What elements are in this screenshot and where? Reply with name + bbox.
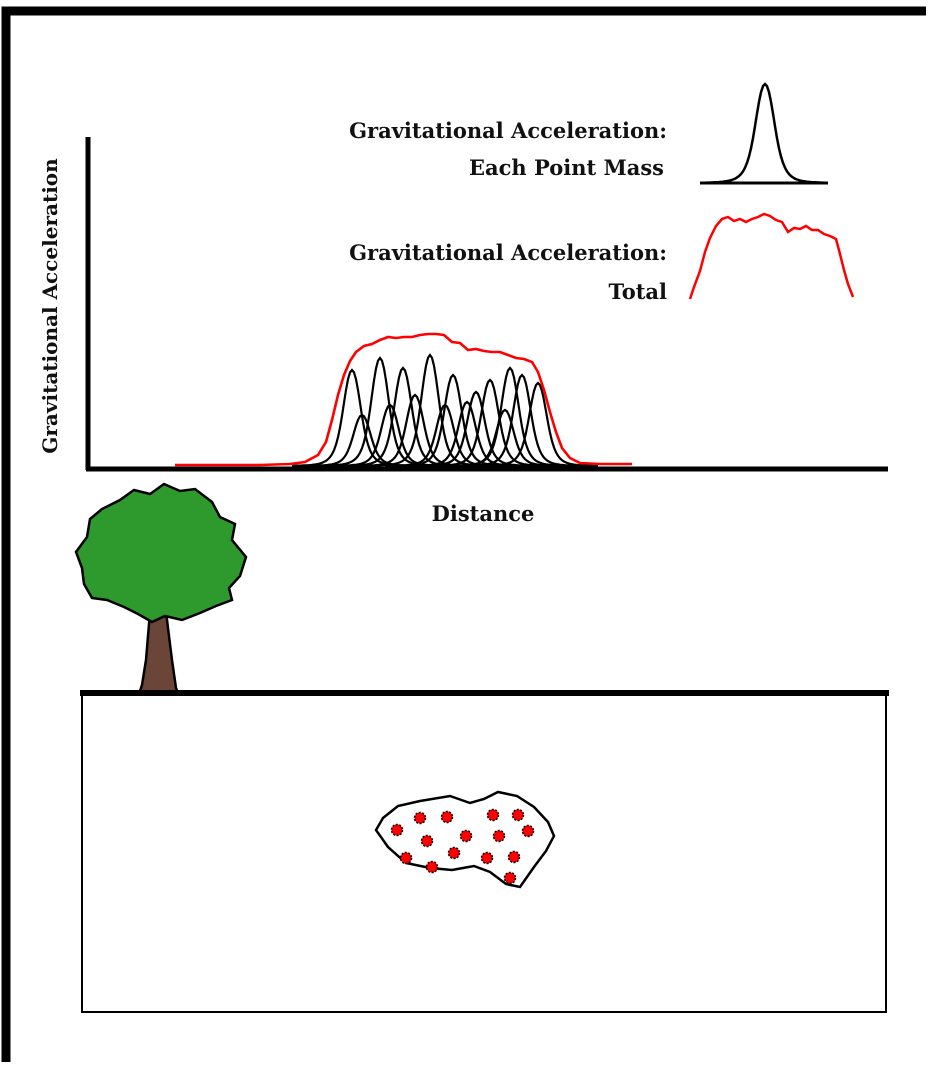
buried-mass-body: [374, 790, 556, 889]
point-mass-dot: [486, 808, 500, 822]
point-mass-dot: [459, 829, 473, 843]
point-mass-dot: [425, 860, 439, 874]
legend-total-line2: Total: [608, 279, 667, 304]
outer-frame: [1, 6, 926, 1062]
point-mass-curve: [416, 390, 536, 467]
point-mass-curve: [444, 408, 566, 467]
y-axis-label: Gravitational Acceleration: [38, 158, 62, 454]
point-mass-curve: [302, 413, 422, 467]
point-mass-dot: [480, 851, 494, 865]
point-mass-dot: [511, 808, 525, 822]
point-mass-dot: [507, 850, 521, 864]
legend-total-curve-icon: [688, 212, 855, 300]
legend-total-line1: Gravitational Acceleration:: [349, 240, 667, 265]
point-mass-dot: [420, 834, 434, 848]
point-mass-dot: [492, 829, 506, 843]
point-mass-curves: [291, 353, 598, 467]
point-mass-dot: [521, 824, 535, 838]
total-anomaly-curve: [175, 332, 632, 467]
legend-each-line1: Gravitational Acceleration:: [349, 118, 667, 143]
point-mass-dot: [440, 810, 454, 824]
point-mass-dot: [390, 823, 404, 837]
point-mass-dot: [413, 811, 427, 825]
tree-icon: [74, 482, 248, 707]
point-mass-dot: [399, 851, 413, 865]
x-axis-label: Distance: [432, 501, 535, 526]
point-mass-dot: [447, 846, 461, 860]
legend-point-mass-curve-icon: [700, 82, 828, 185]
point-mass-curve: [291, 368, 413, 467]
legend-each-line2: Each Point Mass: [469, 155, 664, 180]
point-mass-dot: [503, 871, 517, 885]
